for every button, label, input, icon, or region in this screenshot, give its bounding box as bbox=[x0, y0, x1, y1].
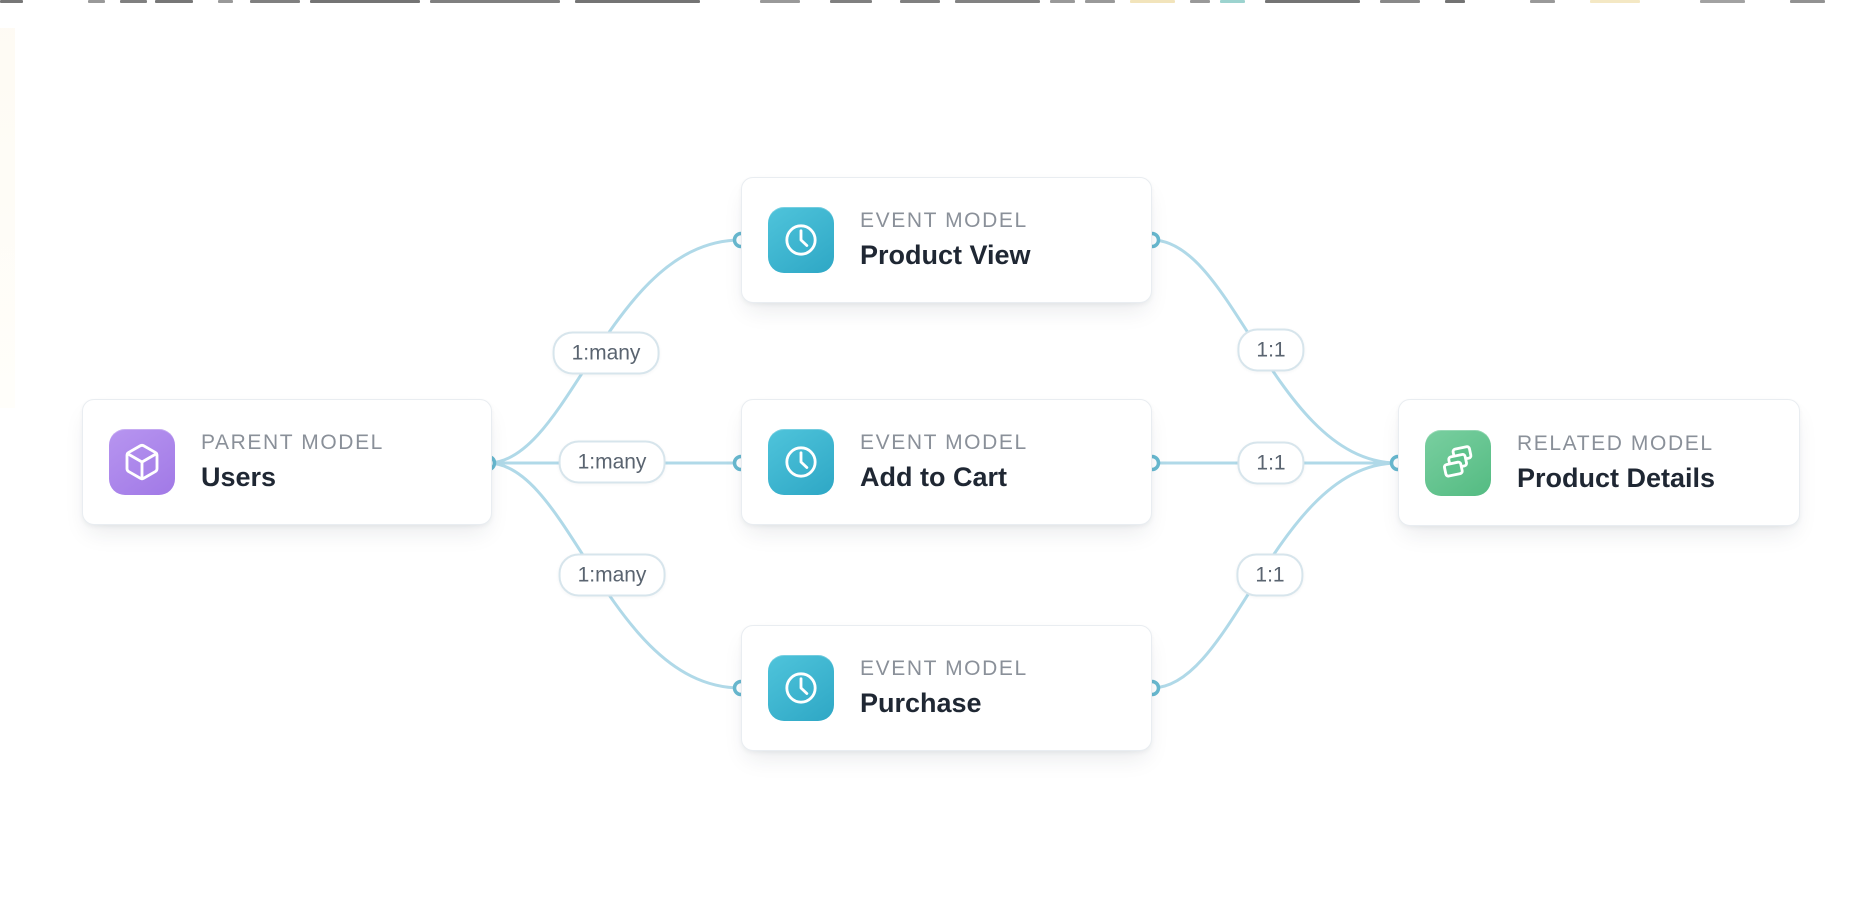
clock-icon bbox=[768, 429, 834, 495]
node-card-add-to-cart[interactable]: EVENT MODEL Add to Cart bbox=[741, 399, 1152, 525]
node-type-label: RELATED MODEL bbox=[1517, 431, 1714, 455]
cube-icon bbox=[109, 429, 175, 495]
node-title: Purchase bbox=[860, 688, 982, 718]
clock-icon bbox=[768, 207, 834, 273]
edge-label-purchase-details: 1:1 bbox=[1236, 553, 1304, 597]
node-type-label: EVENT MODEL bbox=[860, 657, 1028, 680]
node-card-product-view[interactable]: EVENT MODEL Product View bbox=[741, 177, 1152, 303]
node-type-label: EVENT MODEL bbox=[860, 431, 1028, 454]
node-title: Users bbox=[201, 462, 277, 492]
node-title: Add to Cart bbox=[860, 462, 1007, 492]
layers-icon bbox=[1425, 429, 1491, 496]
edge-label-users-product-view: 1:many bbox=[552, 331, 660, 375]
edge-label-users-add-to-cart: 1:many bbox=[558, 440, 666, 484]
clock-icon bbox=[768, 655, 834, 721]
node-card-product-details[interactable]: RELATED MODEL Product Details bbox=[1398, 399, 1800, 526]
node-title: Product View bbox=[860, 240, 1031, 270]
edge-label-users-purchase: 1:many bbox=[558, 553, 666, 597]
node-card-users[interactable]: PARENT MODEL Users bbox=[82, 399, 492, 525]
node-card-purchase[interactable]: EVENT MODEL Purchase bbox=[741, 625, 1152, 751]
edge-label-add-to-cart-details: 1:1 bbox=[1237, 441, 1305, 485]
node-type-label: PARENT MODEL bbox=[201, 431, 384, 454]
node-title: Product Details bbox=[1517, 462, 1716, 493]
node-type-label: EVENT MODEL bbox=[860, 209, 1028, 232]
edge-label-product-view-details: 1:1 bbox=[1237, 328, 1305, 372]
